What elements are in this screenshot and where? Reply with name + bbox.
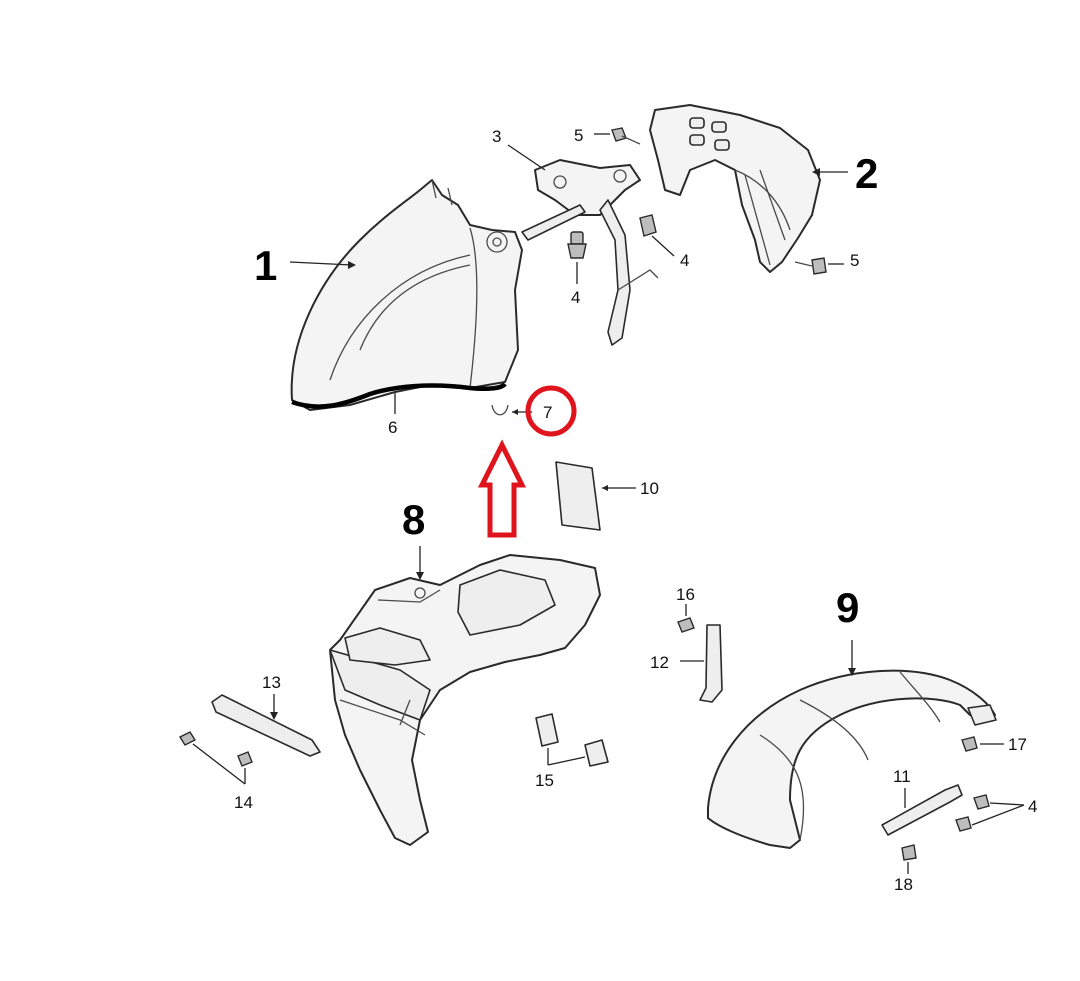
part-5-screw-b [794, 257, 844, 275]
part-12-strip [680, 624, 723, 703]
part-17-nut [961, 736, 1004, 752]
label-part-2: 2 [855, 150, 878, 197]
part-15-clips [535, 713, 609, 767]
part-2-housing [649, 104, 821, 273]
part-13-bar [211, 694, 321, 757]
label-part-4b: 4 [680, 251, 689, 270]
part-5-screw-a [594, 127, 641, 145]
part-11-arm [881, 784, 963, 836]
label-part-18: 18 [894, 875, 913, 894]
label-part-3: 3 [492, 127, 501, 146]
highlight-circle [525, 385, 577, 437]
label-part-9: 9 [836, 584, 859, 631]
label-part-15: 15 [535, 771, 554, 790]
label-part-17: 17 [1008, 735, 1027, 754]
label-part-5b: 5 [850, 251, 859, 270]
part-10-plate [555, 461, 636, 531]
part-9-rear-fender [707, 640, 997, 849]
label-part-14: 14 [234, 793, 253, 812]
label-part-1: 1 [254, 242, 277, 289]
label-part-7: 7 [543, 403, 552, 422]
part-8-inner-fender [329, 546, 601, 846]
label-part-6: 6 [388, 418, 397, 437]
label-part-5a: 5 [574, 126, 583, 145]
highlight-arrow [477, 439, 527, 538]
label-part-8: 8 [402, 496, 425, 543]
label-part-16: 16 [676, 585, 695, 604]
part-4-bolt-a [567, 231, 587, 284]
label-part-11: 11 [893, 767, 911, 786]
part-4-nuts [955, 794, 1025, 832]
part-14-screws [178, 731, 253, 785]
part-16-screw [677, 604, 695, 633]
label-part-13: 13 [262, 673, 281, 692]
label-part-12: 12 [650, 653, 669, 672]
part-18-pin [901, 844, 917, 874]
part-4-bolt-b [639, 214, 675, 257]
label-part-10: 10 [640, 479, 659, 498]
part-1-front-fender [290, 179, 523, 411]
part-3-bracket [521, 159, 659, 346]
label-part-4c: 4 [1028, 797, 1037, 816]
label-part-4a: 4 [571, 288, 580, 307]
